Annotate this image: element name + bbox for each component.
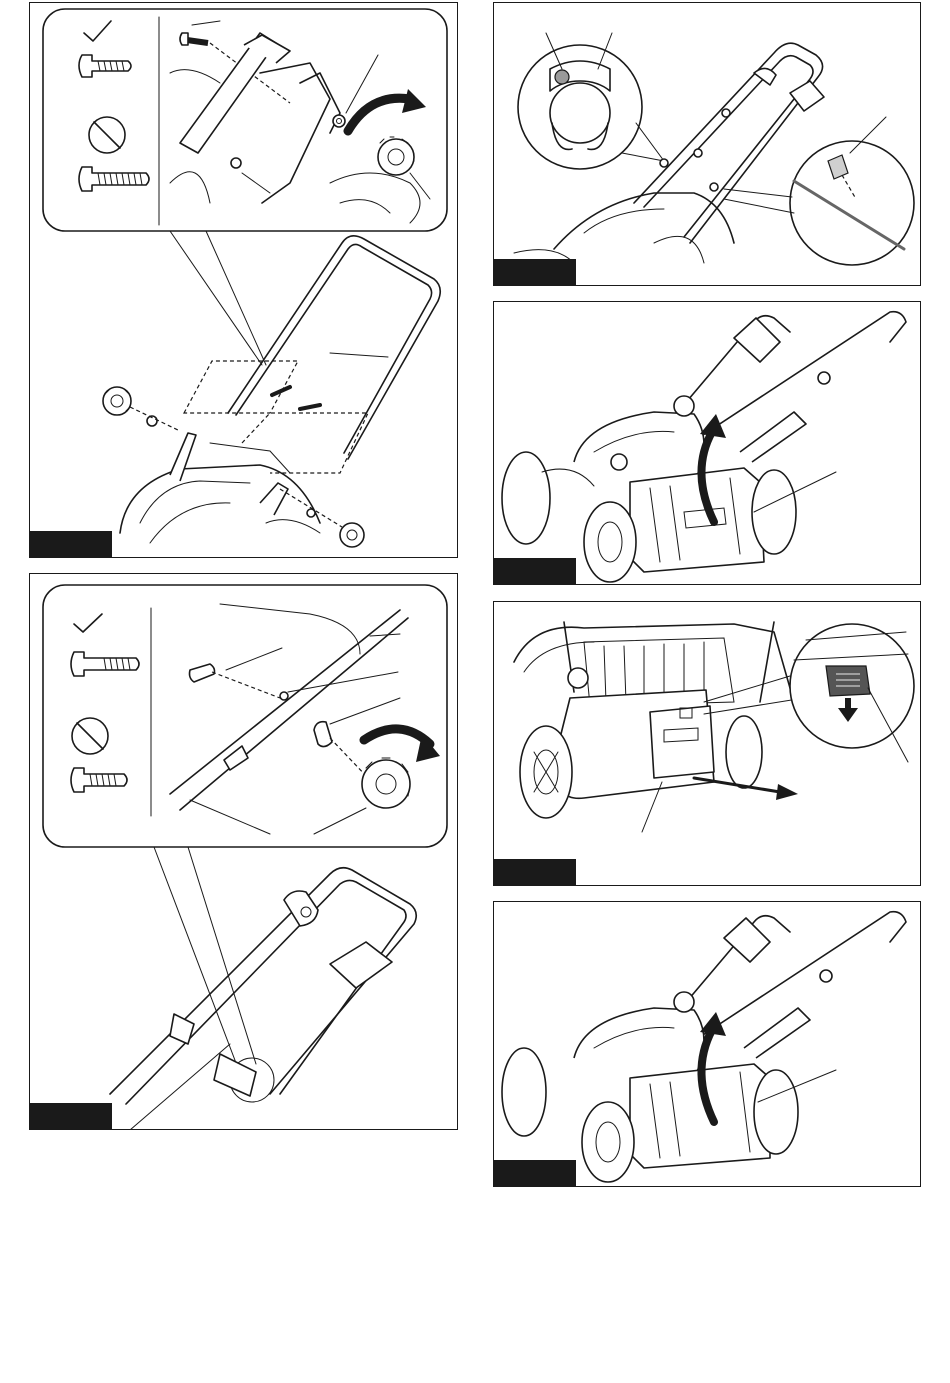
arrow-curved-icon xyxy=(700,414,726,438)
figure-number-tab xyxy=(494,1160,576,1186)
arrow-pull-icon xyxy=(776,784,798,800)
figure-1-drawing xyxy=(30,3,458,558)
grass-box xyxy=(630,468,764,572)
clip-detail-circle xyxy=(518,45,642,169)
figure-6-drawing xyxy=(494,902,921,1187)
inset-box xyxy=(43,9,447,231)
clip-marker-icon xyxy=(555,70,569,84)
mower-rear-view xyxy=(514,622,804,832)
figure-number-tab xyxy=(30,531,112,557)
figure-5-grass-box-remove xyxy=(493,601,921,886)
grass-box-cover xyxy=(650,706,714,778)
upper-handle xyxy=(228,236,440,459)
latch-button xyxy=(826,666,870,696)
figure-6-grass-box-install xyxy=(493,901,921,1187)
figure-number-tab xyxy=(494,259,576,285)
figure-4-drawing xyxy=(494,302,921,585)
upper-handle xyxy=(110,868,416,1130)
mower-body xyxy=(120,433,320,543)
figure-number-tab xyxy=(494,558,576,584)
figure-3-cable-clips xyxy=(493,2,921,286)
figure-4-grass-box-open xyxy=(493,301,921,585)
knob-icon xyxy=(340,523,364,547)
mower-rear-view xyxy=(502,912,906,1182)
figure-3-drawing xyxy=(494,3,921,286)
mower-rear-view xyxy=(502,312,906,582)
figure-2-drawing xyxy=(30,574,458,1130)
figure-1-handle-attach xyxy=(29,2,458,558)
arrow-curved-icon xyxy=(700,1012,726,1036)
figure-number-tab xyxy=(30,1103,112,1129)
figure-number-tab xyxy=(494,859,576,885)
knob-icon xyxy=(378,139,414,175)
cable-detail-circle xyxy=(790,141,914,265)
knob-icon xyxy=(362,760,410,808)
figure-5-drawing xyxy=(494,602,921,886)
figure-2-handle-knob xyxy=(29,573,458,1130)
knob-icon xyxy=(103,387,131,415)
